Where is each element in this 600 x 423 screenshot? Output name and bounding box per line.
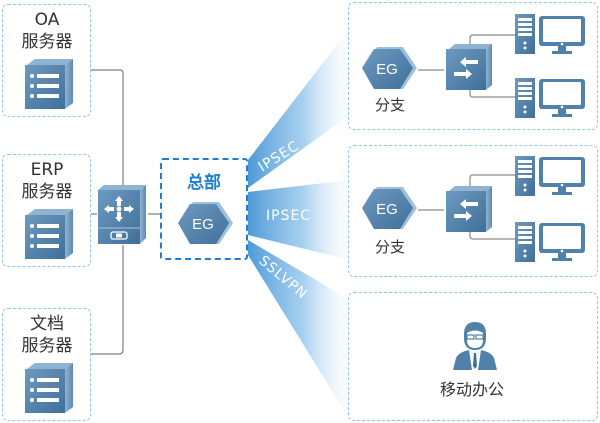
eg-gateway-icon: EG: [362, 187, 417, 229]
server-icon: [25, 363, 73, 413]
branch-name: 分支: [375, 96, 406, 114]
eg-label: EG: [376, 201, 398, 218]
server-type: 服务器: [21, 182, 73, 202]
eg-gateway-icon: EG: [362, 47, 417, 89]
access-switch-icon: [446, 44, 492, 90]
tunnel-label-2: IPSEC: [266, 208, 311, 224]
eg-gateway-icon: EG: [178, 202, 233, 244]
monitor-icon: [539, 157, 585, 195]
headquarters-box: 总部 EG: [160, 158, 248, 260]
branch-box-2: [348, 145, 598, 277]
server-name: 文档: [30, 314, 64, 334]
pc-tower-icon: [515, 78, 535, 118]
tunnel-beam-1: [248, 28, 350, 188]
pc-tower-icon: [515, 14, 535, 54]
tunnel-beam-3: [248, 240, 350, 420]
eg-label: EG: [192, 216, 214, 233]
server-links: [91, 69, 160, 355]
pc-tower-icon: [515, 156, 535, 196]
mobile-office-label: 移动办公: [440, 380, 505, 399]
server-type: 服务器: [21, 32, 73, 52]
access-switch-icon: [446, 186, 492, 232]
core-switch-icon: [98, 185, 146, 244]
monitor-icon: [539, 223, 585, 261]
server-icon: [25, 59, 73, 109]
tunnel-beam-2: [248, 180, 350, 260]
server-name: ERP: [30, 160, 64, 180]
pc-tower-icon: [515, 222, 535, 262]
branch-links: [418, 34, 515, 240]
server-type: 服务器: [21, 336, 73, 356]
monitor-icon: [539, 16, 585, 54]
server-box-doc: 文档 服务器: [2, 308, 91, 421]
monitor-icon: [539, 79, 585, 117]
server-box-erp: ERP 服务器: [2, 154, 91, 267]
server-box-oa: OA 服务器: [2, 4, 91, 117]
headquarters-title: 总部: [187, 173, 221, 193]
server-name: OA: [34, 10, 60, 30]
mobile-office-box: [348, 292, 598, 421]
branch-box-1: [348, 2, 598, 130]
user-person-icon: [453, 322, 497, 370]
eg-label: EG: [376, 61, 398, 78]
branch-name: 分支: [375, 238, 406, 256]
server-icon: [25, 209, 73, 259]
